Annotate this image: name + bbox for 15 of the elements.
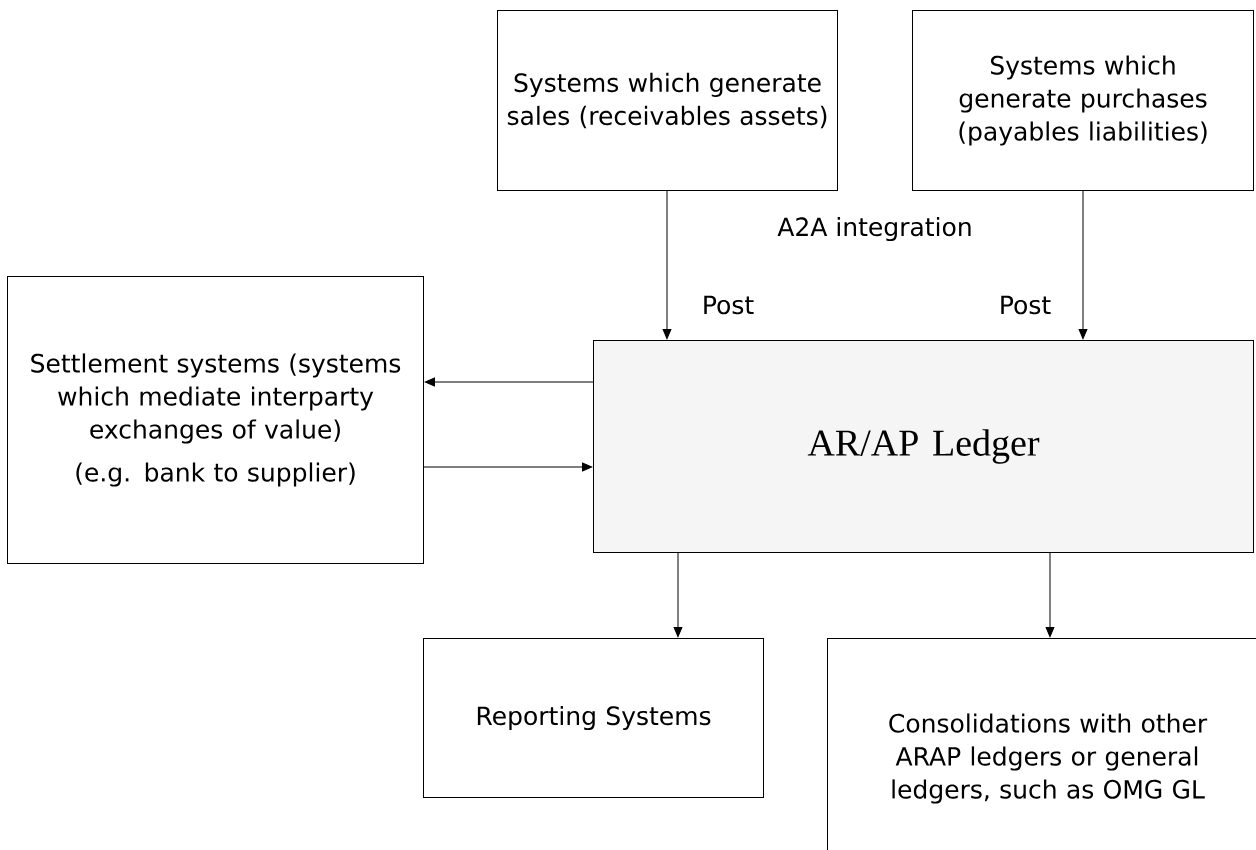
ledger-box: AR/AP Ledger [593, 340, 1254, 553]
arrow [424, 377, 594, 387]
arrow [673, 552, 683, 638]
arrow [662, 190, 672, 340]
edge-label: Post [996, 293, 1054, 317]
arrow [423, 462, 593, 472]
system-box: Consolidations with other ARAP ledgers or general ledgers, such as OMG GL [827, 638, 1256, 850]
arrow [1078, 190, 1088, 340]
system-box: Systems which generate purchases (payables liabilities) [912, 10, 1254, 191]
system-box: Systems which generate sales (receivables assets) [497, 10, 838, 191]
system-box: Reporting Systems [423, 638, 764, 798]
edge-label: Post [699, 293, 757, 317]
note-text: A2A integration [777, 216, 971, 242]
arrow [1045, 552, 1055, 638]
system-box: Settlement systems (systems which mediate interparty exchanges of value) (e.g. bank to supplier) [7, 276, 424, 564]
